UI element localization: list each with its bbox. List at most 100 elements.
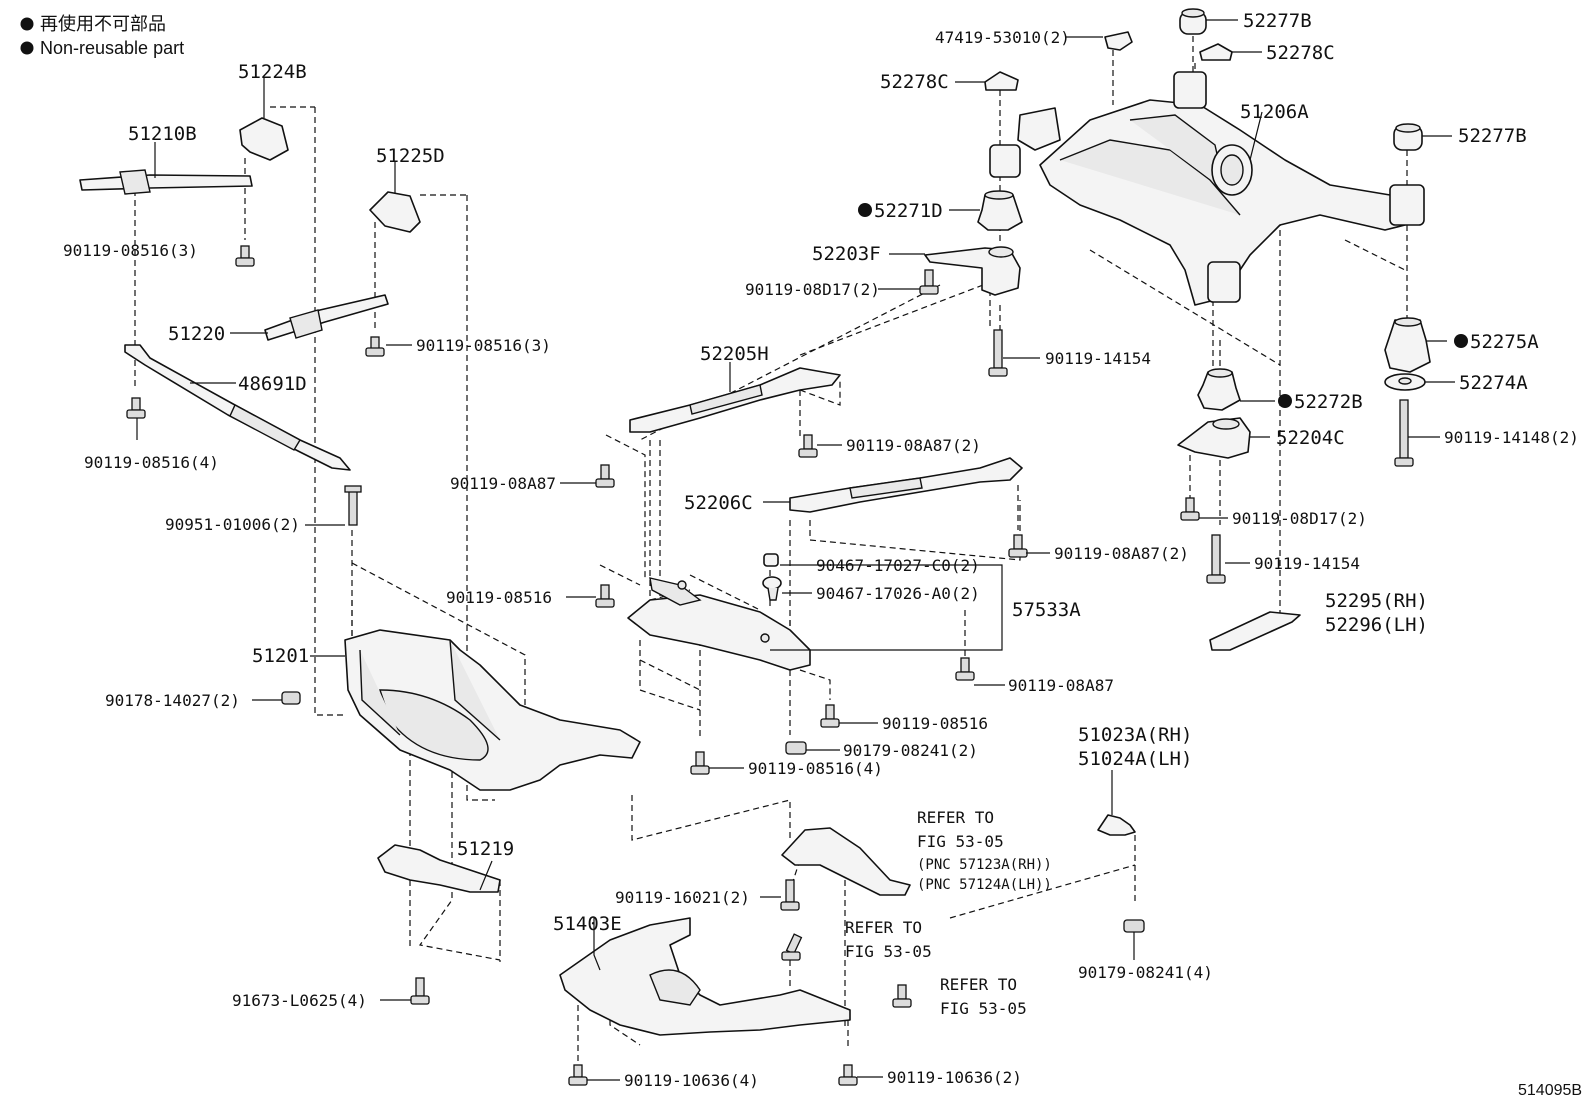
rod-48691d: [124, 344, 351, 471]
nut-icon: [785, 741, 807, 755]
bolt-icon: [1008, 534, 1028, 558]
refer1-line2: FIG 53-05: [917, 832, 1004, 851]
refer1-line3: (PNC 57123A(RH)): [917, 857, 1052, 873]
label-90119-08d17-b: 90119-08D17(2): [1232, 509, 1367, 528]
label-90179-08241-4: 90179-08241(4): [1078, 963, 1213, 982]
bolt-icon: [595, 584, 615, 608]
label-90119-08a87-2b: 90119-08A87(2): [1054, 544, 1189, 563]
bolt-icon: [595, 464, 615, 488]
label-90119-08d17-a: 90119-08D17(2): [745, 280, 880, 299]
label-51225d: 51225D: [376, 145, 445, 167]
bolt-icon: [780, 879, 800, 911]
label-90119-08a87-a: 90119-08A87: [450, 474, 556, 493]
cushion-52278c-right: [1199, 43, 1233, 61]
label-51206a: 51206A: [1240, 101, 1309, 123]
label-90119-14154-b: 90119-14154: [1254, 554, 1360, 573]
label-52296-lh: 52296(LH): [1325, 614, 1428, 636]
non-reusable-bullet-icon: [20, 17, 34, 31]
refer2-line2: FIG 53-05: [845, 942, 932, 961]
label-52274a: 52274A: [1459, 372, 1528, 394]
refer3-line1: REFER TO: [940, 975, 1017, 994]
non-reusable-bullet-icon: [20, 41, 34, 55]
clip-90467-a0: [762, 576, 782, 601]
bolt-icon: [955, 657, 975, 681]
label-52272b: 52272B: [1294, 391, 1363, 413]
refer2-line1: REFER TO: [845, 918, 922, 937]
bracket-52204c: [1177, 417, 1251, 459]
band-51210b: [79, 169, 253, 195]
clip-90467-c0: [763, 553, 779, 567]
bolt-icon: [919, 269, 939, 295]
label-90951-01006: 90951-01006(2): [165, 515, 300, 534]
label-51201: 51201: [252, 645, 309, 667]
label-51403e: 51403E: [553, 913, 622, 935]
leader-lines: [136, 19, 1455, 1081]
label-52278c-right: 52278C: [1266, 42, 1335, 64]
bolt-icon: [344, 485, 362, 526]
stopper-52277b-right: [1393, 123, 1423, 151]
brace-52205h: [629, 367, 841, 433]
label-90119-14148: 90119-14148(2): [1444, 428, 1579, 447]
label-90119-08516-3a: 90119-08516(3): [63, 241, 198, 260]
stopper-52277b-top: [1179, 8, 1207, 35]
bolt-icon: [820, 704, 840, 728]
part-labels: 47419-53010(2) 52277B 52278C 52278C 5120…: [63, 10, 1582, 1099]
brace-52206c: [789, 457, 1023, 513]
plate-52295-52296: [1209, 611, 1301, 651]
bolt-icon: [410, 977, 430, 1005]
label-47419-53010: 47419-53010(2): [935, 28, 1070, 47]
bolt-icon: [568, 1064, 588, 1086]
label-90119-14154-a: 90119-14154: [1045, 349, 1151, 368]
label-52278c-left: 52278C: [880, 71, 949, 93]
refer1-line1: REFER TO: [917, 808, 994, 827]
bolt-icon: [1394, 399, 1414, 467]
label-90119-08a87-2a: 90119-08A87(2): [846, 436, 981, 455]
bracket-51023a-51024a: [1097, 814, 1136, 836]
label-90119-08516-3b: 90119-08516(3): [416, 336, 551, 355]
diagram-id: 514095B: [1518, 1082, 1582, 1099]
label-51220: 51220: [168, 323, 225, 345]
non-reusable-bullet-icon: [1278, 394, 1292, 408]
band-51220: [264, 294, 389, 341]
label-52205h: 52205H: [700, 343, 769, 365]
washer-52274a: [1384, 373, 1426, 391]
label-48691d: 48691D: [238, 373, 307, 395]
label-90178-14027: 90178-14027(2): [105, 691, 240, 710]
label-52295-rh: 52295(RH): [1325, 590, 1428, 612]
label-52271d: 52271D: [874, 200, 943, 222]
label-90119-08516-4a: 90119-08516(4): [84, 453, 219, 472]
legend: 再使用不可部品 Non-reusable part: [20, 14, 184, 58]
bolt-icon: [892, 984, 912, 1008]
bracket-52203f: [924, 246, 1021, 296]
label-52206c: 52206C: [684, 492, 753, 514]
label-90119-08a87-b: 90119-08A87: [1008, 676, 1114, 695]
label-52277b-top: 52277B: [1243, 10, 1312, 32]
bolt-icon: [1206, 534, 1226, 584]
plate-51219: [377, 844, 501, 893]
label-52277b-right: 52277B: [1458, 125, 1527, 147]
non-reusable-bullet-icon: [1454, 334, 1468, 348]
refer1-line4: (PNC 57124A(LH)): [917, 877, 1052, 893]
plate-51403e: [559, 917, 851, 1036]
refer-notes: REFER TO FIG 53-05 (PNC 57123A(RH)) (PNC…: [845, 808, 1052, 1018]
cover-57533a: [627, 577, 811, 671]
bolt-icon: [126, 397, 146, 419]
rear-crossmember-51206a: [989, 71, 1425, 306]
bolt-icon: [1180, 497, 1200, 521]
label-51024a-lh: 51024A(LH): [1078, 748, 1192, 770]
label-51210b: 51210B: [128, 123, 197, 145]
label-57533a: 57533A: [1012, 599, 1081, 621]
label-52203f: 52203F: [812, 243, 881, 265]
bracket-51224b: [239, 117, 289, 161]
bolt-icon: [988, 329, 1008, 377]
bush-52271d: [977, 190, 1023, 231]
bracket-51225d: [369, 191, 421, 233]
cushion-52278c-left: [984, 71, 1019, 91]
label-51224b: 51224B: [238, 61, 307, 83]
legend-item-en: Non-reusable part: [40, 38, 184, 58]
non-reusable-bullet-icon: [858, 203, 872, 217]
bolt-icon: [690, 751, 710, 775]
bolt-icon: [365, 336, 385, 357]
bush-52275a: [1384, 317, 1431, 373]
